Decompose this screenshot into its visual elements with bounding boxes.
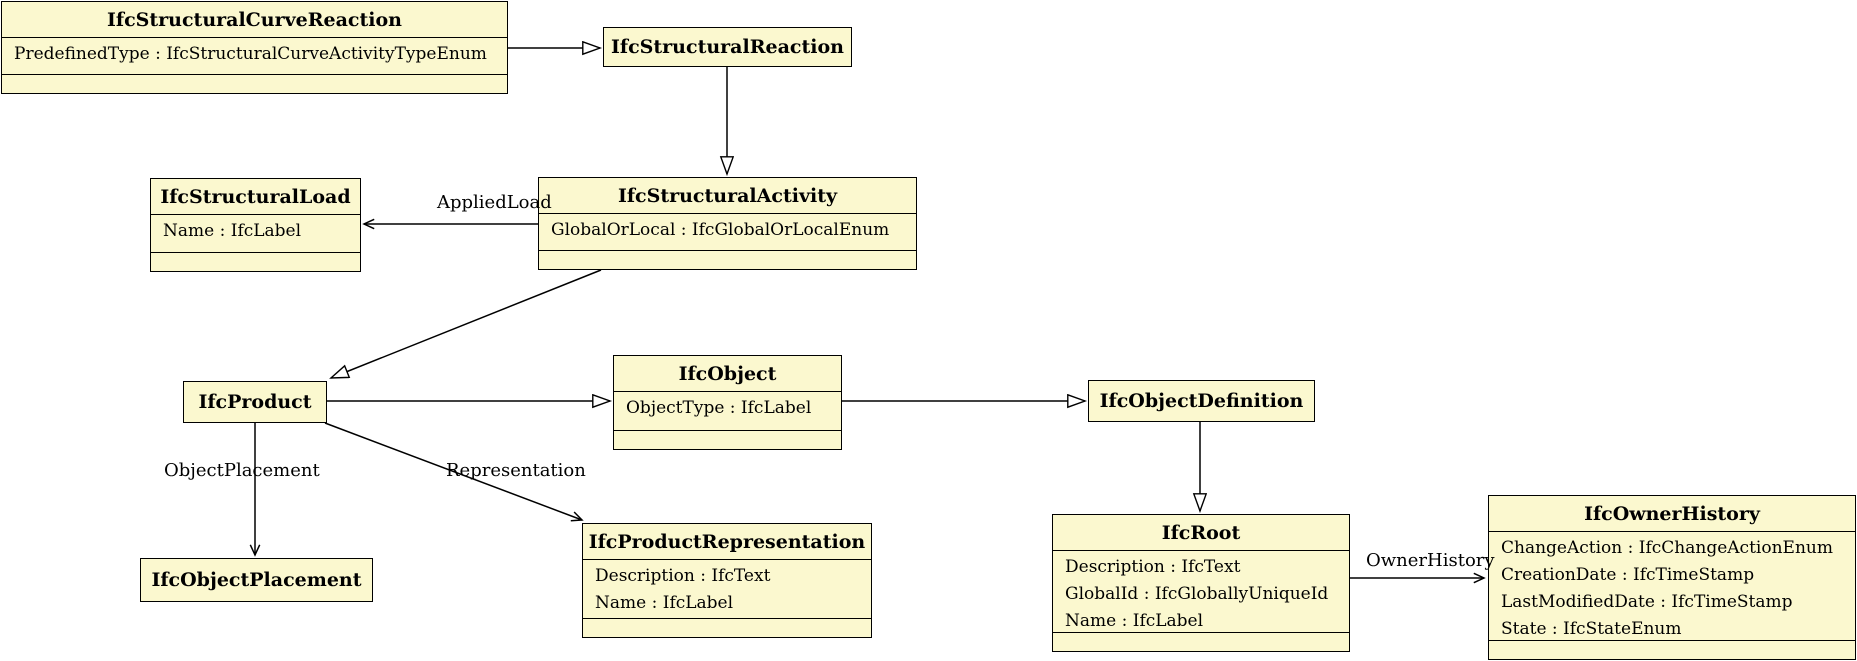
class-box-ifcobject: IfcObject ObjectType : IfcLabel [613,355,842,450]
class-title: IfcObject [678,362,777,385]
class-empty-compartment [151,252,360,271]
class-attribute: Name : IfcLabel [595,593,734,613]
class-attributes: Name : IfcLabel [151,214,360,252]
class-empty-compartment [583,618,871,637]
class-empty-compartment [1489,640,1855,659]
class-attribute: CreationDate : IfcTimeStamp [1501,565,1755,585]
class-attribute: GlobalId : IfcGloballyUniqueId [1065,584,1329,604]
class-attribute: GlobalOrLocal : IfcGlobalOrLocalEnum [551,220,890,240]
class-box-ifcstructuralactivity: IfcStructuralActivity GlobalOrLocal : If… [538,177,917,270]
class-attribute: ChangeAction : IfcChangeActionEnum [1501,538,1833,558]
edge-label-representation: Representation [446,460,586,481]
class-empty-compartment [2,74,507,93]
class-attribute: State : IfcStateEnum [1501,619,1682,639]
class-title: IfcRoot [1161,521,1241,544]
class-attributes: ObjectType : IfcLabel [614,391,841,430]
class-box-ifcownerhistory: IfcOwnerHistory ChangeAction : IfcChange… [1488,495,1856,660]
class-attribute: Name : IfcLabel [163,221,302,241]
class-title: IfcStructuralCurveReaction [107,8,402,31]
class-attribute: PredefinedType : IfcStructuralCurveActiv… [14,44,487,64]
class-attributes: PredefinedType : IfcStructuralCurveActiv… [2,37,507,74]
edge-label-ownerhistory: OwnerHistory [1366,550,1495,571]
class-title: IfcStructuralActivity [617,184,838,207]
class-attribute: Name : IfcLabel [1065,611,1204,631]
class-title: IfcStructuralLoad [160,185,351,208]
class-title: IfcProductRepresentation [588,530,866,553]
class-title: IfcProduct [198,391,312,413]
edge-label-objectplacement: ObjectPlacement [164,460,320,481]
class-empty-compartment [539,250,916,269]
class-box-ifcobjectplacement: IfcObjectPlacement [140,558,373,602]
class-attributes: GlobalOrLocal : IfcGlobalOrLocalEnum [539,213,916,250]
class-box-ifcstructuralload: IfcStructuralLoad Name : IfcLabel [150,178,361,272]
class-box-ifcstructuralcurvereaction: IfcStructuralCurveReaction PredefinedTyp… [1,1,508,94]
class-attribute: LastModifiedDate : IfcTimeStamp [1501,592,1793,612]
class-title: IfcOwnerHistory [1584,502,1760,525]
class-attribute: Description : IfcText [1065,557,1241,577]
class-title: IfcStructuralReaction [611,36,844,58]
class-attribute: Description : IfcText [595,566,771,586]
edge-label-appliedload: AppliedLoad [437,192,552,213]
class-title: IfcObjectPlacement [151,569,362,591]
class-empty-compartment [1053,632,1349,651]
class-box-ifcproduct: IfcProduct [183,381,327,423]
class-empty-compartment [614,430,841,449]
class-box-ifcobjectdefinition: IfcObjectDefinition [1088,380,1315,422]
class-box-ifcproductrepresentation: IfcProductRepresentation Description : I… [582,523,872,638]
class-attribute: ObjectType : IfcLabel [626,398,812,418]
generalization-edge-ifcstructuralactivity-to-ifcproduct [331,269,602,378]
class-box-ifcstructuralreaction: IfcStructuralReaction [603,27,852,67]
class-title: IfcObjectDefinition [1099,390,1304,412]
